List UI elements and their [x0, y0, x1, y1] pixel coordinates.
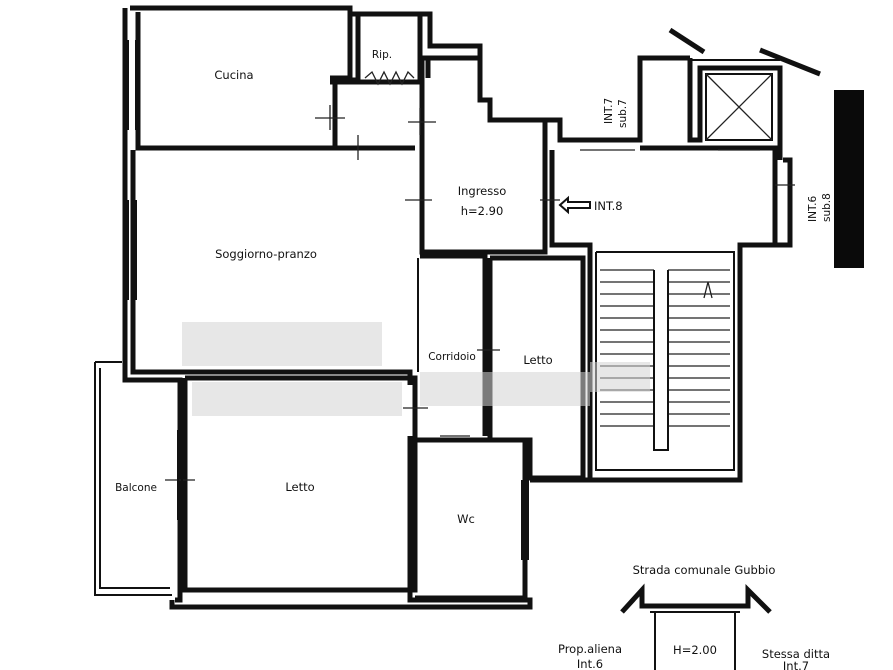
label-ingresso: Ingresso: [458, 184, 507, 198]
label-soggiorno: Soggiorno-pranzo: [215, 247, 317, 261]
redaction-blur: [182, 322, 650, 416]
stair-arrow: [703, 281, 713, 299]
label-letto-main: Letto: [285, 480, 314, 494]
diagonal-marks: [668, 27, 821, 77]
apartment-walls: [94, 5, 793, 610]
label-ingresso-height: h=2.90: [461, 204, 504, 218]
stair-well: [653, 270, 669, 451]
label-int7: INT.7: [603, 98, 615, 124]
label-int6-sub: sub.8: [821, 193, 833, 222]
rip-fixture: [364, 70, 415, 86]
label-int7-sub: sub.7: [617, 99, 629, 128]
label-rip: Rip.: [372, 49, 392, 61]
label-int8: INT.8: [594, 199, 623, 213]
label-letto-small: Letto: [523, 353, 552, 367]
label-wc: Wc: [457, 512, 475, 526]
openings: [127, 40, 795, 560]
label-right-owner: Stessa ditta: [762, 647, 830, 661]
label-int6: INT.6: [807, 196, 819, 222]
entrance-access: [620, 583, 772, 670]
label-road: Strada comunale Gubbio: [633, 563, 776, 577]
label-left-unit: Int.6: [577, 657, 603, 670]
label-right-unit: Int.7: [783, 659, 809, 670]
label-cucina: Cucina: [214, 68, 253, 82]
label-height-note: H=2.00: [673, 643, 717, 657]
elevator-shaft: [705, 73, 773, 141]
staircase: [600, 269, 730, 451]
edge-bar: [834, 90, 864, 268]
entry-arrow: [558, 195, 591, 215]
label-balcone: Balcone: [115, 482, 157, 494]
label-corridoio: Corridoio: [428, 351, 476, 363]
label-left-owner: Prop.aliena: [558, 642, 622, 656]
